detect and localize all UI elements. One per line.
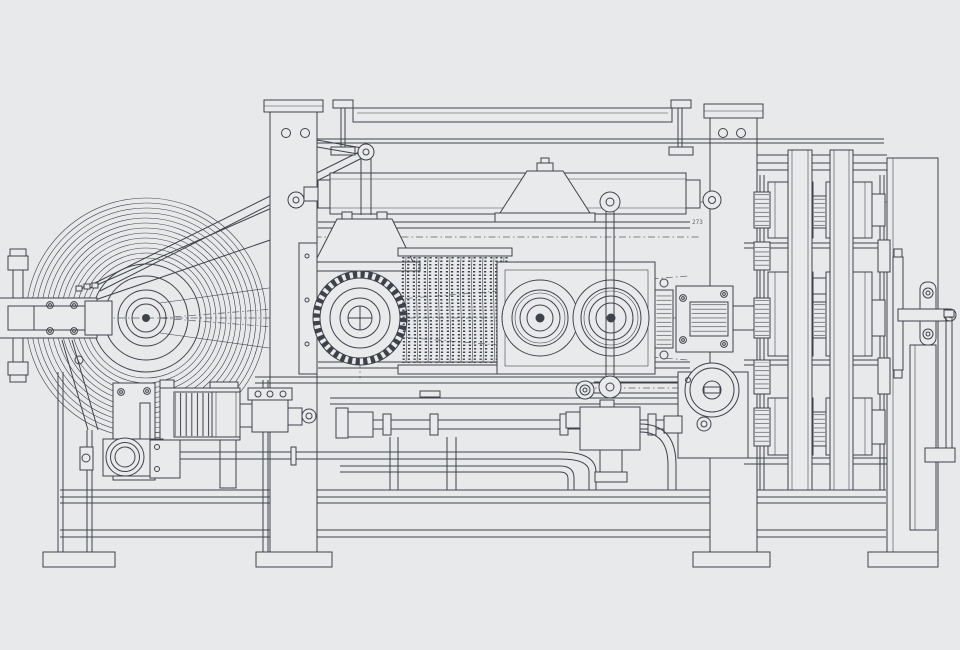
gear-motor <box>112 379 263 489</box>
bell-cover-top <box>494 157 596 223</box>
linkage-bar <box>247 387 317 433</box>
stack-straps <box>787 149 854 491</box>
belt-pulley <box>677 362 749 459</box>
gearbox <box>675 285 757 353</box>
press-roller-pair <box>496 261 656 375</box>
rack-element <box>654 278 674 360</box>
right-column <box>877 157 957 553</box>
link-rod <box>575 191 690 400</box>
top-roller <box>287 172 722 215</box>
calender-stack <box>744 149 887 491</box>
press-roller-left <box>501 279 579 357</box>
pump-box <box>565 399 641 483</box>
press-roller-right <box>572 279 650 357</box>
tension-pivot-lever <box>316 139 375 215</box>
flanged-wheel <box>79 437 181 479</box>
tiny-dimension-label: 273 <box>692 219 703 226</box>
pedestal-feet <box>42 372 939 568</box>
top-doctor-bar <box>330 99 694 156</box>
drive-gear <box>312 270 408 366</box>
roll-axis-dot <box>142 314 150 322</box>
roll-axle-bracket <box>0 248 113 431</box>
